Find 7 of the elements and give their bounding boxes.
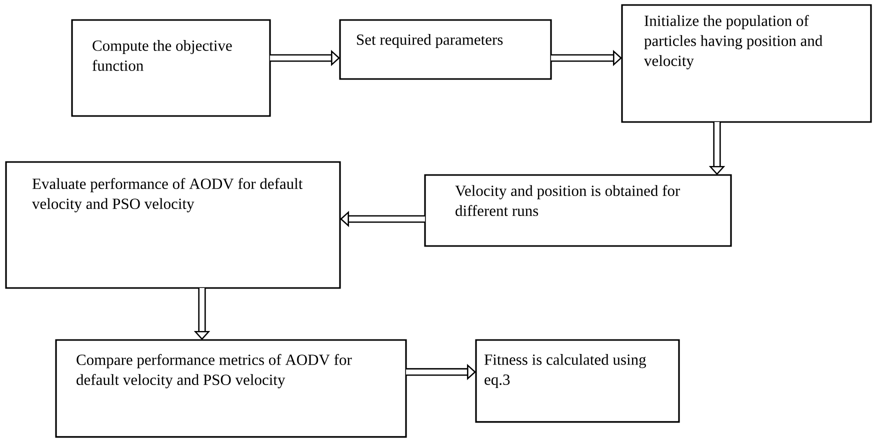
process-box: Evaluate performance of AODV for default velocity and PSO velocity [5, 161, 341, 289]
process-box: Fitness is calculated using eq.3 [475, 339, 680, 423]
process-box: Set required parameters [339, 19, 552, 80]
process-box: Compute the objective function [71, 19, 271, 117]
process-box: Compare performance metrics of AODV for default velocity and PSO velocity [55, 339, 407, 438]
process-box: Velocity and position is obtained for different runs [424, 174, 732, 247]
process-box: Initialize the population of particles having position and velocity [621, 4, 872, 123]
